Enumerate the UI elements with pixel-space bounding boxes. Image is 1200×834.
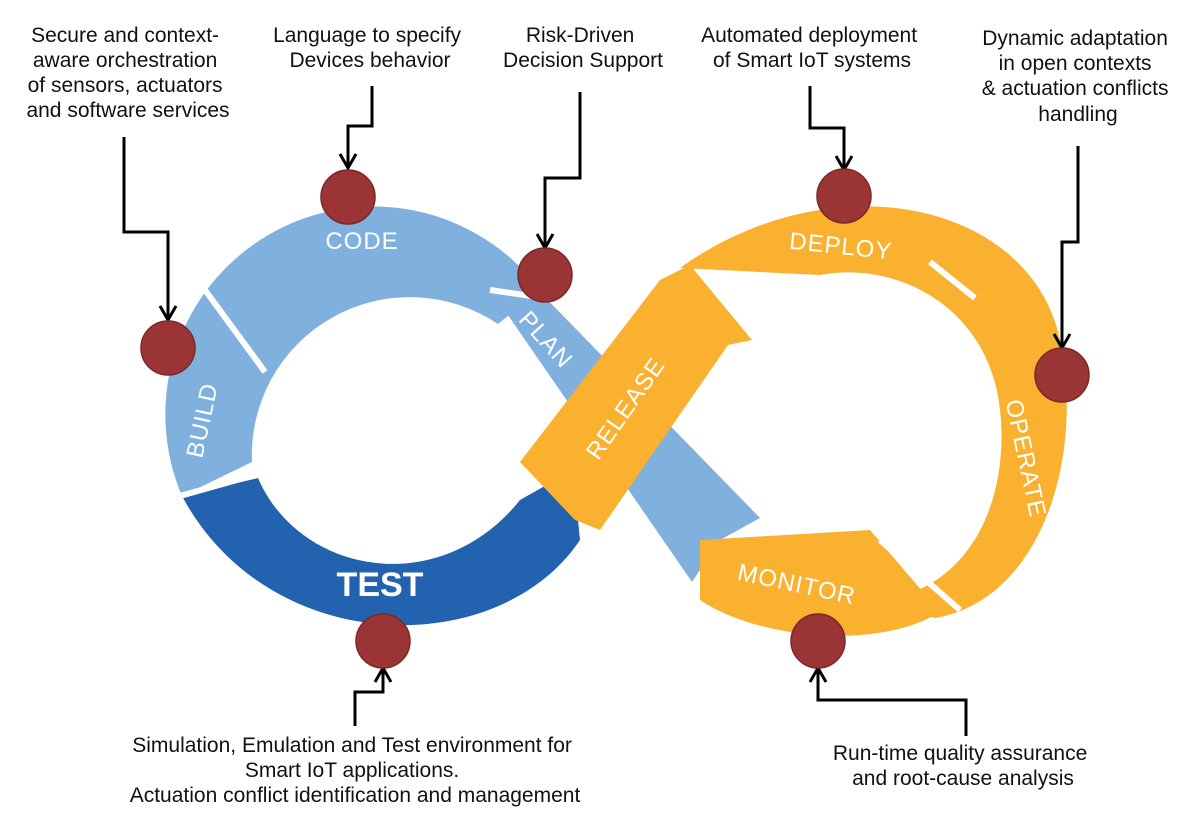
segment-separators xyxy=(179,259,977,613)
marker-deploy xyxy=(816,168,872,224)
connector-simulation xyxy=(353,670,385,726)
marker-code xyxy=(320,169,376,225)
marker-monitor xyxy=(790,613,846,669)
deploy-operate-segment xyxy=(680,206,1067,618)
connector-deployment xyxy=(808,86,846,168)
connector-language xyxy=(346,86,374,166)
release-segment xyxy=(520,265,752,530)
annotation-simulation: Simulation, Emulation and Test environme… xyxy=(130,734,581,807)
arrowhead-orchestration xyxy=(158,305,178,324)
build-code-segment xyxy=(165,206,540,496)
annotation-orchestration: Secure and context- aware orchestration … xyxy=(26,24,229,122)
connector-adaptation xyxy=(1060,146,1080,346)
arrowhead-language xyxy=(338,153,358,172)
stage-test-label: TEST xyxy=(337,566,424,604)
connector-runtime xyxy=(816,670,968,736)
connector-risk xyxy=(543,92,582,246)
stage-code-label: CODE xyxy=(325,228,398,255)
marker-operate xyxy=(1034,347,1090,403)
annotation-deployment: Automated deployment of Smart IoT system… xyxy=(701,24,923,72)
connector-orchestration xyxy=(122,137,170,318)
marker-plan xyxy=(517,247,573,303)
annotation-adaptation: Dynamic adaptation in open contexts & ac… xyxy=(982,27,1175,126)
marker-test xyxy=(355,613,411,669)
annotation-risk: Risk-Driven Decision Support xyxy=(503,24,663,72)
marker-build xyxy=(140,320,196,376)
test-segment xyxy=(182,470,580,626)
annotation-language: Language to specify Devices behavior xyxy=(273,24,467,72)
monitor-segment xyxy=(700,530,940,636)
annotation-runtime: Run-time quality assurance and root-caus… xyxy=(833,742,1093,790)
